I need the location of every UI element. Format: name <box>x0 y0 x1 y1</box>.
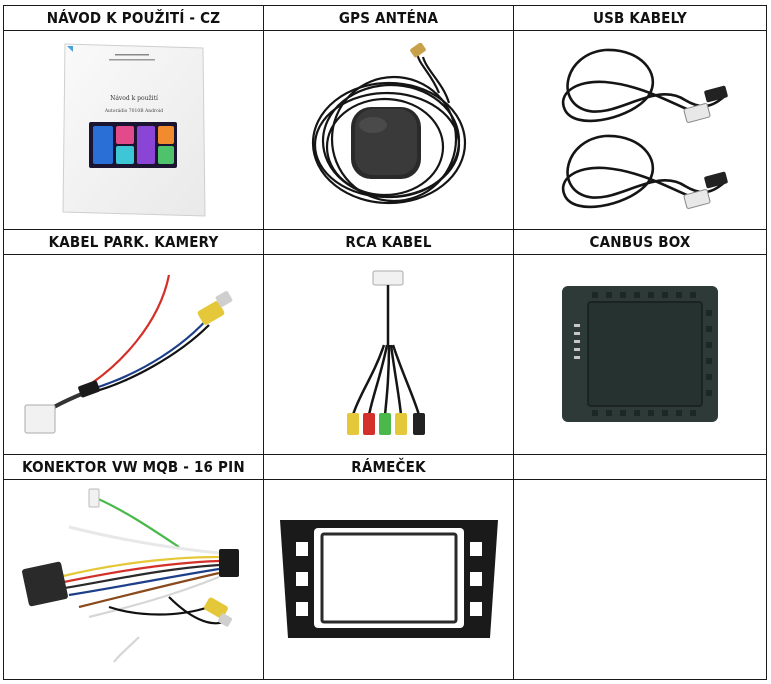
label-manual: NÁVOD K POUŽITÍ - CZ <box>3 4 264 32</box>
manual-subtitle: Autorádio 7010B Android <box>103 107 162 114</box>
label-parking-camera-cable: KABEL PARK. KAMERY <box>3 229 264 256</box>
manual-booklet-image: Návod k použití Autorádio 7010B Android <box>61 43 206 217</box>
label-usb-cables: USB KABELY <box>513 4 767 32</box>
cell-vw-mqb-connector <box>3 478 264 681</box>
cell-rca-cable <box>263 254 514 455</box>
accessories-table: NÁVOD K POUŽITÍ - CZ GPS ANTÉNA USB KABE… <box>3 4 767 681</box>
parking-camera-cable-image <box>24 274 232 434</box>
frame-bezel-image <box>279 520 498 639</box>
vw-mqb-connector-image <box>21 488 239 663</box>
gps-antenna-image <box>311 42 466 204</box>
cell-manual: Návod k použití Autorádio 7010B Android <box>3 30 264 231</box>
cell-canbus-box <box>513 254 767 455</box>
rca-cable-image <box>346 270 425 435</box>
cell-parking-camera-cable <box>3 254 264 455</box>
cell-frame <box>263 478 514 681</box>
label-rca-cable: RCA KABEL <box>263 229 514 256</box>
label-gps-antenna: GPS ANTÉNA <box>263 4 514 32</box>
label-frame: RÁMEČEK <box>263 453 514 480</box>
manual-title: Návod k použití <box>110 95 158 102</box>
label-canbus-box: CANBUS BOX <box>513 229 767 256</box>
usb-cables-image <box>561 48 728 210</box>
label-empty <box>513 453 767 480</box>
label-vw-mqb-connector: KONEKTOR VW MQB - 16 PIN <box>3 453 264 480</box>
canbus-box-image <box>561 286 718 423</box>
cell-empty <box>513 478 767 681</box>
cell-gps-antenna <box>263 30 514 231</box>
cell-usb-cables <box>513 30 767 231</box>
